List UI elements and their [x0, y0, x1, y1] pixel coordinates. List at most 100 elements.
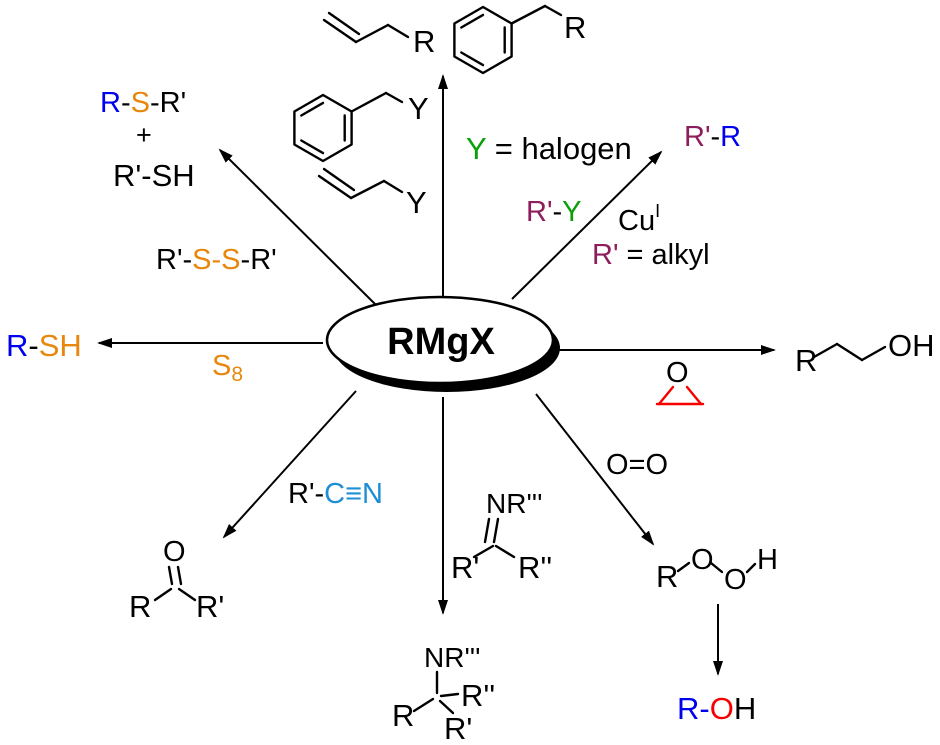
imine-rpp-label: R'': [518, 550, 552, 585]
note-y: Y: [466, 131, 486, 166]
bond: -: [150, 87, 160, 119]
ketone-r-label: R: [129, 589, 151, 624]
ring-double-bond: [300, 139, 325, 155]
amine-product: NR''' R R'' R': [392, 642, 495, 745]
bond: -: [212, 244, 222, 276]
r-prime: R': [684, 121, 710, 153]
imine-reagent: NR''' R' R'': [451, 488, 552, 585]
epoxide-reagent: O: [655, 357, 705, 406]
h: H: [734, 691, 756, 726]
epoxide-o-label: O: [666, 357, 689, 389]
bond: [812, 342, 839, 359]
r-prime: R': [592, 239, 618, 271]
imine-rp-label: R': [451, 550, 479, 585]
bond: [412, 697, 435, 713]
bond: [709, 561, 724, 574]
allyl-r-label: R: [413, 24, 435, 59]
benzyl-r-structure: R: [453, 4, 586, 75]
bond: [317, 174, 353, 200]
bond: [835, 342, 864, 362]
bond: [745, 562, 757, 574]
oxygen-reagent: O=O: [606, 449, 668, 481]
peroxide-o2-label: O: [724, 564, 747, 596]
benzyl-y-structure: Y: [293, 91, 429, 163]
r-prime: R': [156, 244, 182, 276]
allyl-y-label: Y: [406, 185, 427, 220]
bond-to-r: [543, 4, 563, 17]
r: R: [720, 121, 741, 153]
ketone-rp-label: R': [196, 589, 224, 624]
rmgx-hub: RMgX: [325, 295, 560, 392]
bond: -: [552, 196, 562, 228]
bond: [510, 4, 547, 25]
alcohol-final-product: R-OH: [677, 691, 756, 726]
nitrile-reagent: R'-C≡N: [288, 478, 383, 510]
ring-double-bond: [460, 13, 485, 29]
bond-to-y: [382, 179, 404, 194]
bond: [349, 179, 386, 200]
bond: [676, 561, 691, 573]
peroxide-r-label: R: [656, 559, 678, 594]
epoxide-edge: [657, 385, 675, 406]
benzyl-y-label: Y: [408, 91, 429, 126]
arrow-upper-left: [218, 148, 378, 307]
s: S: [221, 244, 240, 276]
r-prime-dash: R'-: [288, 478, 324, 510]
cu: Cu: [618, 205, 655, 237]
benzyl-r-label: R: [564, 10, 586, 45]
note-rest: = halogen: [486, 131, 632, 166]
r-dash: R-: [677, 691, 710, 726]
benzene-ring: [453, 5, 513, 75]
bond: -: [182, 244, 192, 276]
bond-to-r: [386, 23, 410, 39]
sh: SH: [39, 328, 82, 363]
hub-label: RMgX: [387, 321, 495, 363]
hydroperoxide-product: R O O H: [656, 544, 778, 596]
allyl-r-structure: R: [322, 11, 435, 59]
ring-double-bond: [300, 101, 325, 117]
double-bond: [492, 517, 500, 544]
bond: [153, 587, 173, 602]
bond: [322, 18, 358, 44]
plus-sign: +: [136, 120, 152, 150]
ketone-o-label: O: [163, 536, 186, 568]
bond: -: [28, 328, 38, 363]
r-prime: R': [160, 87, 186, 119]
subscript-8: 8: [231, 363, 243, 386]
y: Y: [562, 196, 581, 228]
halide-reagent: R'-Y: [526, 196, 582, 228]
r-prime: R': [526, 196, 552, 228]
amine-rpp-label: R'': [461, 678, 495, 713]
sulfur-reagent: S8: [212, 350, 243, 386]
bond: -: [241, 244, 251, 276]
bond: [177, 587, 197, 602]
bond-to-y: [384, 91, 404, 104]
bond: [322, 167, 356, 192]
epoxide-edge: [685, 385, 703, 406]
bond: [350, 91, 388, 113]
r-prime: R': [250, 244, 276, 276]
bond: [472, 544, 495, 559]
s: S: [131, 87, 150, 119]
thiol-product: R-SH: [6, 328, 82, 363]
cn: C≡N: [324, 478, 383, 510]
arrow-lower-right: [535, 393, 655, 546]
y-halogen-note: Y = halogen: [466, 131, 632, 166]
amine-r-label: R: [392, 698, 414, 733]
superscript-one: I: [655, 201, 660, 221]
o: O: [710, 691, 734, 726]
bond: [860, 345, 887, 362]
alcohol-r-label: R: [795, 343, 817, 378]
arrow-upper-right: [511, 150, 663, 300]
thiol-byproduct: R'-SH: [113, 158, 195, 193]
ketone-product: O R R': [129, 536, 224, 624]
imine-n-label: NR''': [486, 488, 542, 519]
double-bond: [483, 517, 491, 544]
hub-ellipse: [325, 295, 555, 385]
bond: -: [710, 121, 720, 153]
note-rest: = alkyl: [618, 239, 709, 271]
peroxide-h-label: H: [757, 544, 778, 576]
primary-alcohol-product: R OH: [795, 328, 935, 378]
bond: [494, 544, 516, 559]
bond: [439, 692, 460, 698]
